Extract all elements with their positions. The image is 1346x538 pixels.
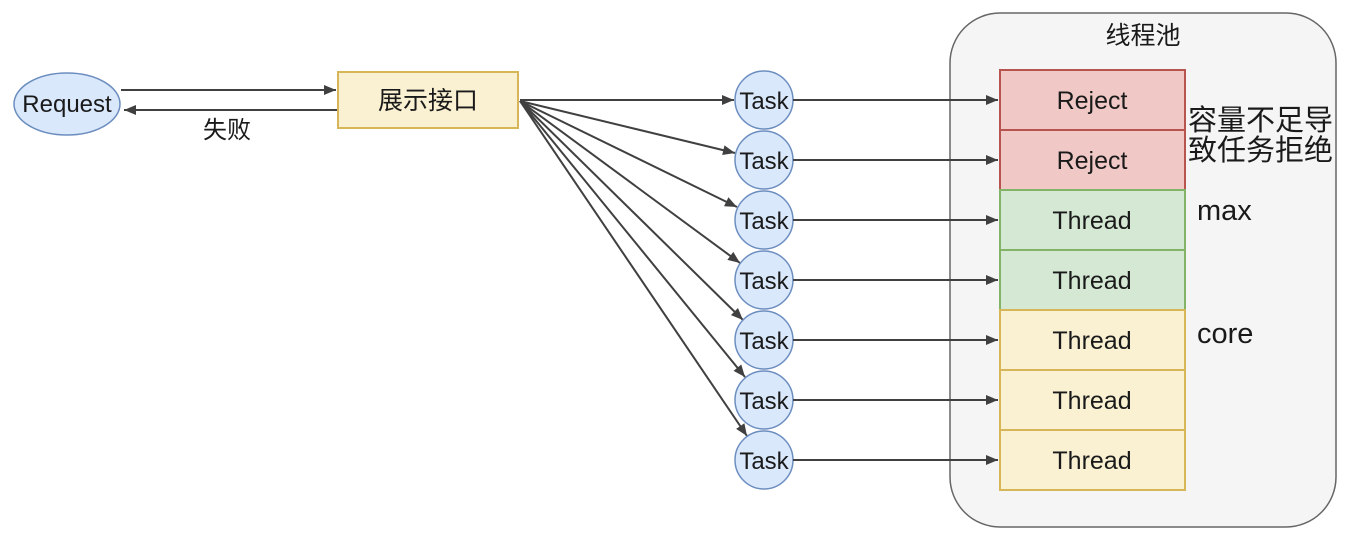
task-node: Task xyxy=(734,370,794,430)
slot-label: Thread xyxy=(1052,327,1131,355)
slot-thread-max: Thread xyxy=(999,189,1186,251)
slot-thread-core: Thread xyxy=(999,369,1186,431)
task-node: Task xyxy=(734,70,794,130)
task-label: Task xyxy=(739,268,789,295)
slot-label: Thread xyxy=(1052,207,1131,235)
core-label: core xyxy=(1197,318,1253,350)
slot-thread-core: Thread xyxy=(999,309,1186,371)
slot-label: Thread xyxy=(1052,267,1131,295)
task-label: Task xyxy=(739,388,789,415)
slot-label: Reject xyxy=(1057,147,1128,175)
slot-thread-core: Thread xyxy=(999,429,1186,491)
task-label: Task xyxy=(739,208,789,235)
max-label: max xyxy=(1197,195,1252,227)
pool-title: 线程池 xyxy=(1105,22,1180,50)
fan-arrow xyxy=(519,100,748,437)
gateway-node: 展示接口 xyxy=(337,71,519,129)
task-node: Task xyxy=(734,430,794,490)
slot-reject: Reject xyxy=(999,129,1186,191)
fan-arrow xyxy=(519,100,746,378)
task-to-pool-arrows xyxy=(793,95,998,465)
request-label: Request xyxy=(22,91,112,118)
task-nodes: Task Task Task Task Task Task Task xyxy=(734,70,794,490)
gateway-rect xyxy=(337,71,519,129)
slot-rect xyxy=(999,189,1186,251)
slot-reject: Reject xyxy=(999,69,1186,131)
reject-note: 容量不足导 致任务拒绝 xyxy=(1188,104,1333,167)
reject-note-line2: 致任务拒绝 xyxy=(1188,134,1333,167)
request-ellipse xyxy=(13,72,121,136)
task-label: Task xyxy=(739,328,789,355)
task-label: Task xyxy=(739,448,789,475)
fan-arrows xyxy=(519,95,748,437)
fan-arrow xyxy=(519,100,741,264)
fan-arrow xyxy=(519,100,738,208)
fan-arrow xyxy=(519,100,744,321)
task-node: Task xyxy=(734,250,794,310)
task-node: Task xyxy=(734,190,794,250)
slot-rect xyxy=(999,369,1186,431)
slot-rect xyxy=(999,69,1186,131)
pool-slots: Reject Reject Thread Thread Thread Threa… xyxy=(999,69,1186,491)
reject-note-line1: 容量不足导 xyxy=(1188,104,1333,137)
task-label: Task xyxy=(739,148,789,175)
slot-label: Thread xyxy=(1052,387,1131,415)
request-node: Request xyxy=(13,72,121,136)
fail-label: 失败 xyxy=(203,117,251,144)
task-node: Task xyxy=(734,310,794,370)
gateway-label: 展示接口 xyxy=(378,87,478,115)
slot-thread-max: Thread xyxy=(999,249,1186,311)
slot-label: Reject xyxy=(1057,87,1128,115)
fan-arrow xyxy=(519,100,736,156)
slot-rect xyxy=(999,129,1186,191)
slot-rect xyxy=(999,249,1186,311)
task-label: Task xyxy=(739,88,789,115)
slot-rect xyxy=(999,429,1186,491)
slot-rect xyxy=(999,309,1186,371)
task-node: Task xyxy=(734,130,794,190)
slot-label: Thread xyxy=(1052,447,1131,475)
